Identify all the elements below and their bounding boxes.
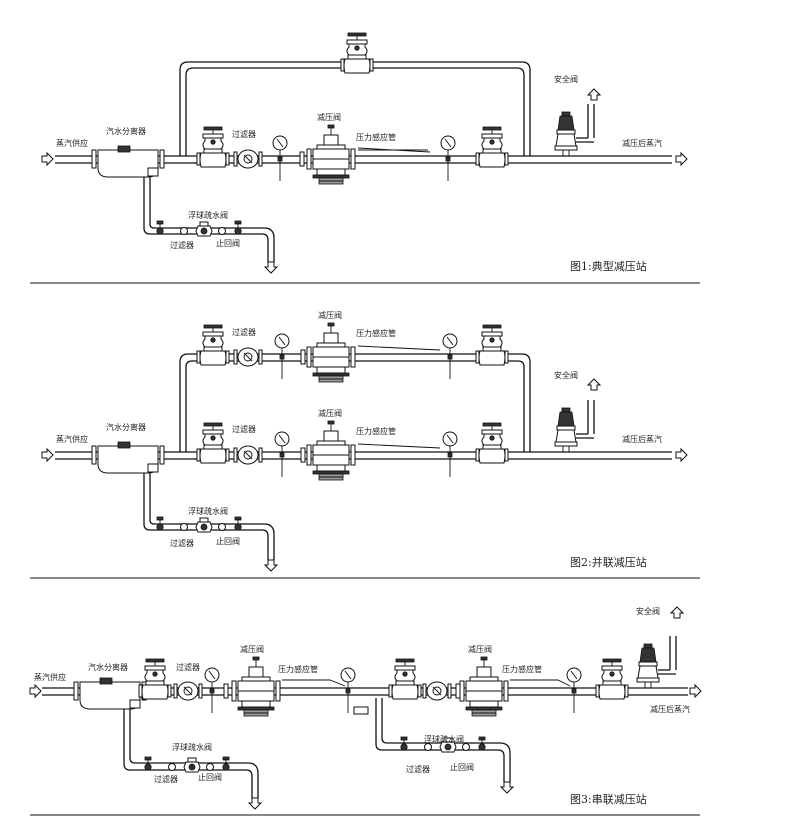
diagram-2-parallel-station — [41, 322, 688, 572]
d3-label-check-valve-1: 止回阀 — [198, 772, 222, 782]
d3-label-check-valve-2: 止回阀 — [450, 762, 474, 772]
d3-label-float-trap-2: 浮球疏水阀 — [424, 734, 464, 744]
d3-label-steam-supply: 蒸汽供应 — [34, 672, 66, 682]
d2-label-after-steam: 减压后蒸汽 — [622, 434, 662, 444]
d3-label-trap-strainer-1: 过滤器 — [154, 774, 178, 784]
d1-label-prv: 减压阀 — [317, 112, 341, 122]
d2-label-safety-valve: 安全阀 — [554, 370, 578, 380]
d3-label-separator: 汽水分离器 — [88, 662, 128, 672]
d1-label-separator: 汽水分离器 — [106, 126, 146, 136]
d2-label-check-valve: 止回阀 — [216, 536, 240, 546]
d1-label-safety-valve: 安全阀 — [554, 74, 578, 84]
d3-label-sense-pipe-1: 压力感应管 — [278, 664, 318, 674]
d1-label-steam-supply: 蒸汽供应 — [56, 138, 88, 148]
d3-label-prv-1: 减压阀 — [240, 644, 264, 654]
d2-label-sense-pipe-bottom: 压力感应管 — [356, 426, 396, 436]
d1-label-float-trap: 浮球疏水阀 — [188, 210, 228, 220]
d3-caption: 图3:串联减压站 — [570, 792, 647, 806]
d2-label-sense-pipe-top: 压力感应管 — [356, 328, 396, 338]
d1-caption: 图1:典型减压站 — [570, 259, 647, 273]
d3-label-float-trap-1: 浮球疏水阀 — [172, 742, 212, 752]
d3-label-sense-pipe-2: 压力感应管 — [502, 664, 542, 674]
d3-label-trap-strainer-2: 过滤器 — [406, 764, 430, 774]
d2-label-prv-bottom: 减压阀 — [318, 408, 342, 418]
d2-label-float-trap: 浮球疏水阀 — [188, 506, 228, 516]
d1-label-strainer: 过滤器 — [232, 129, 256, 139]
d2-label-prv-top: 减压阀 — [318, 310, 342, 320]
d1-label-check-valve: 止回阀 — [216, 238, 240, 248]
d2-label-separator: 汽水分离器 — [106, 422, 146, 432]
d2-label-steam-supply: 蒸汽供应 — [56, 434, 88, 444]
d3-label-strainer-1: 过滤器 — [176, 662, 200, 672]
diagram-1-typical-station — [41, 32, 688, 274]
d3-label-after-steam: 减压后蒸汽 — [650, 704, 690, 714]
d2-label-strainer-bottom: 过滤器 — [232, 424, 256, 434]
d2-label-trap-strainer: 过滤器 — [170, 538, 194, 548]
d1-label-trap-strainer: 过滤器 — [170, 240, 194, 250]
d1-label-sense-pipe: 压力感应管 — [356, 132, 396, 142]
d3-label-safety-valve: 安全阀 — [636, 606, 660, 616]
diagram-3-series-station — [29, 606, 702, 810]
d3-label-prv-2: 减压阀 — [468, 644, 492, 654]
d1-label-after-steam: 减压后蒸汽 — [622, 138, 662, 148]
d2-caption: 图2:并联减压站 — [570, 555, 647, 569]
d2-label-strainer-top: 过滤器 — [232, 327, 256, 337]
